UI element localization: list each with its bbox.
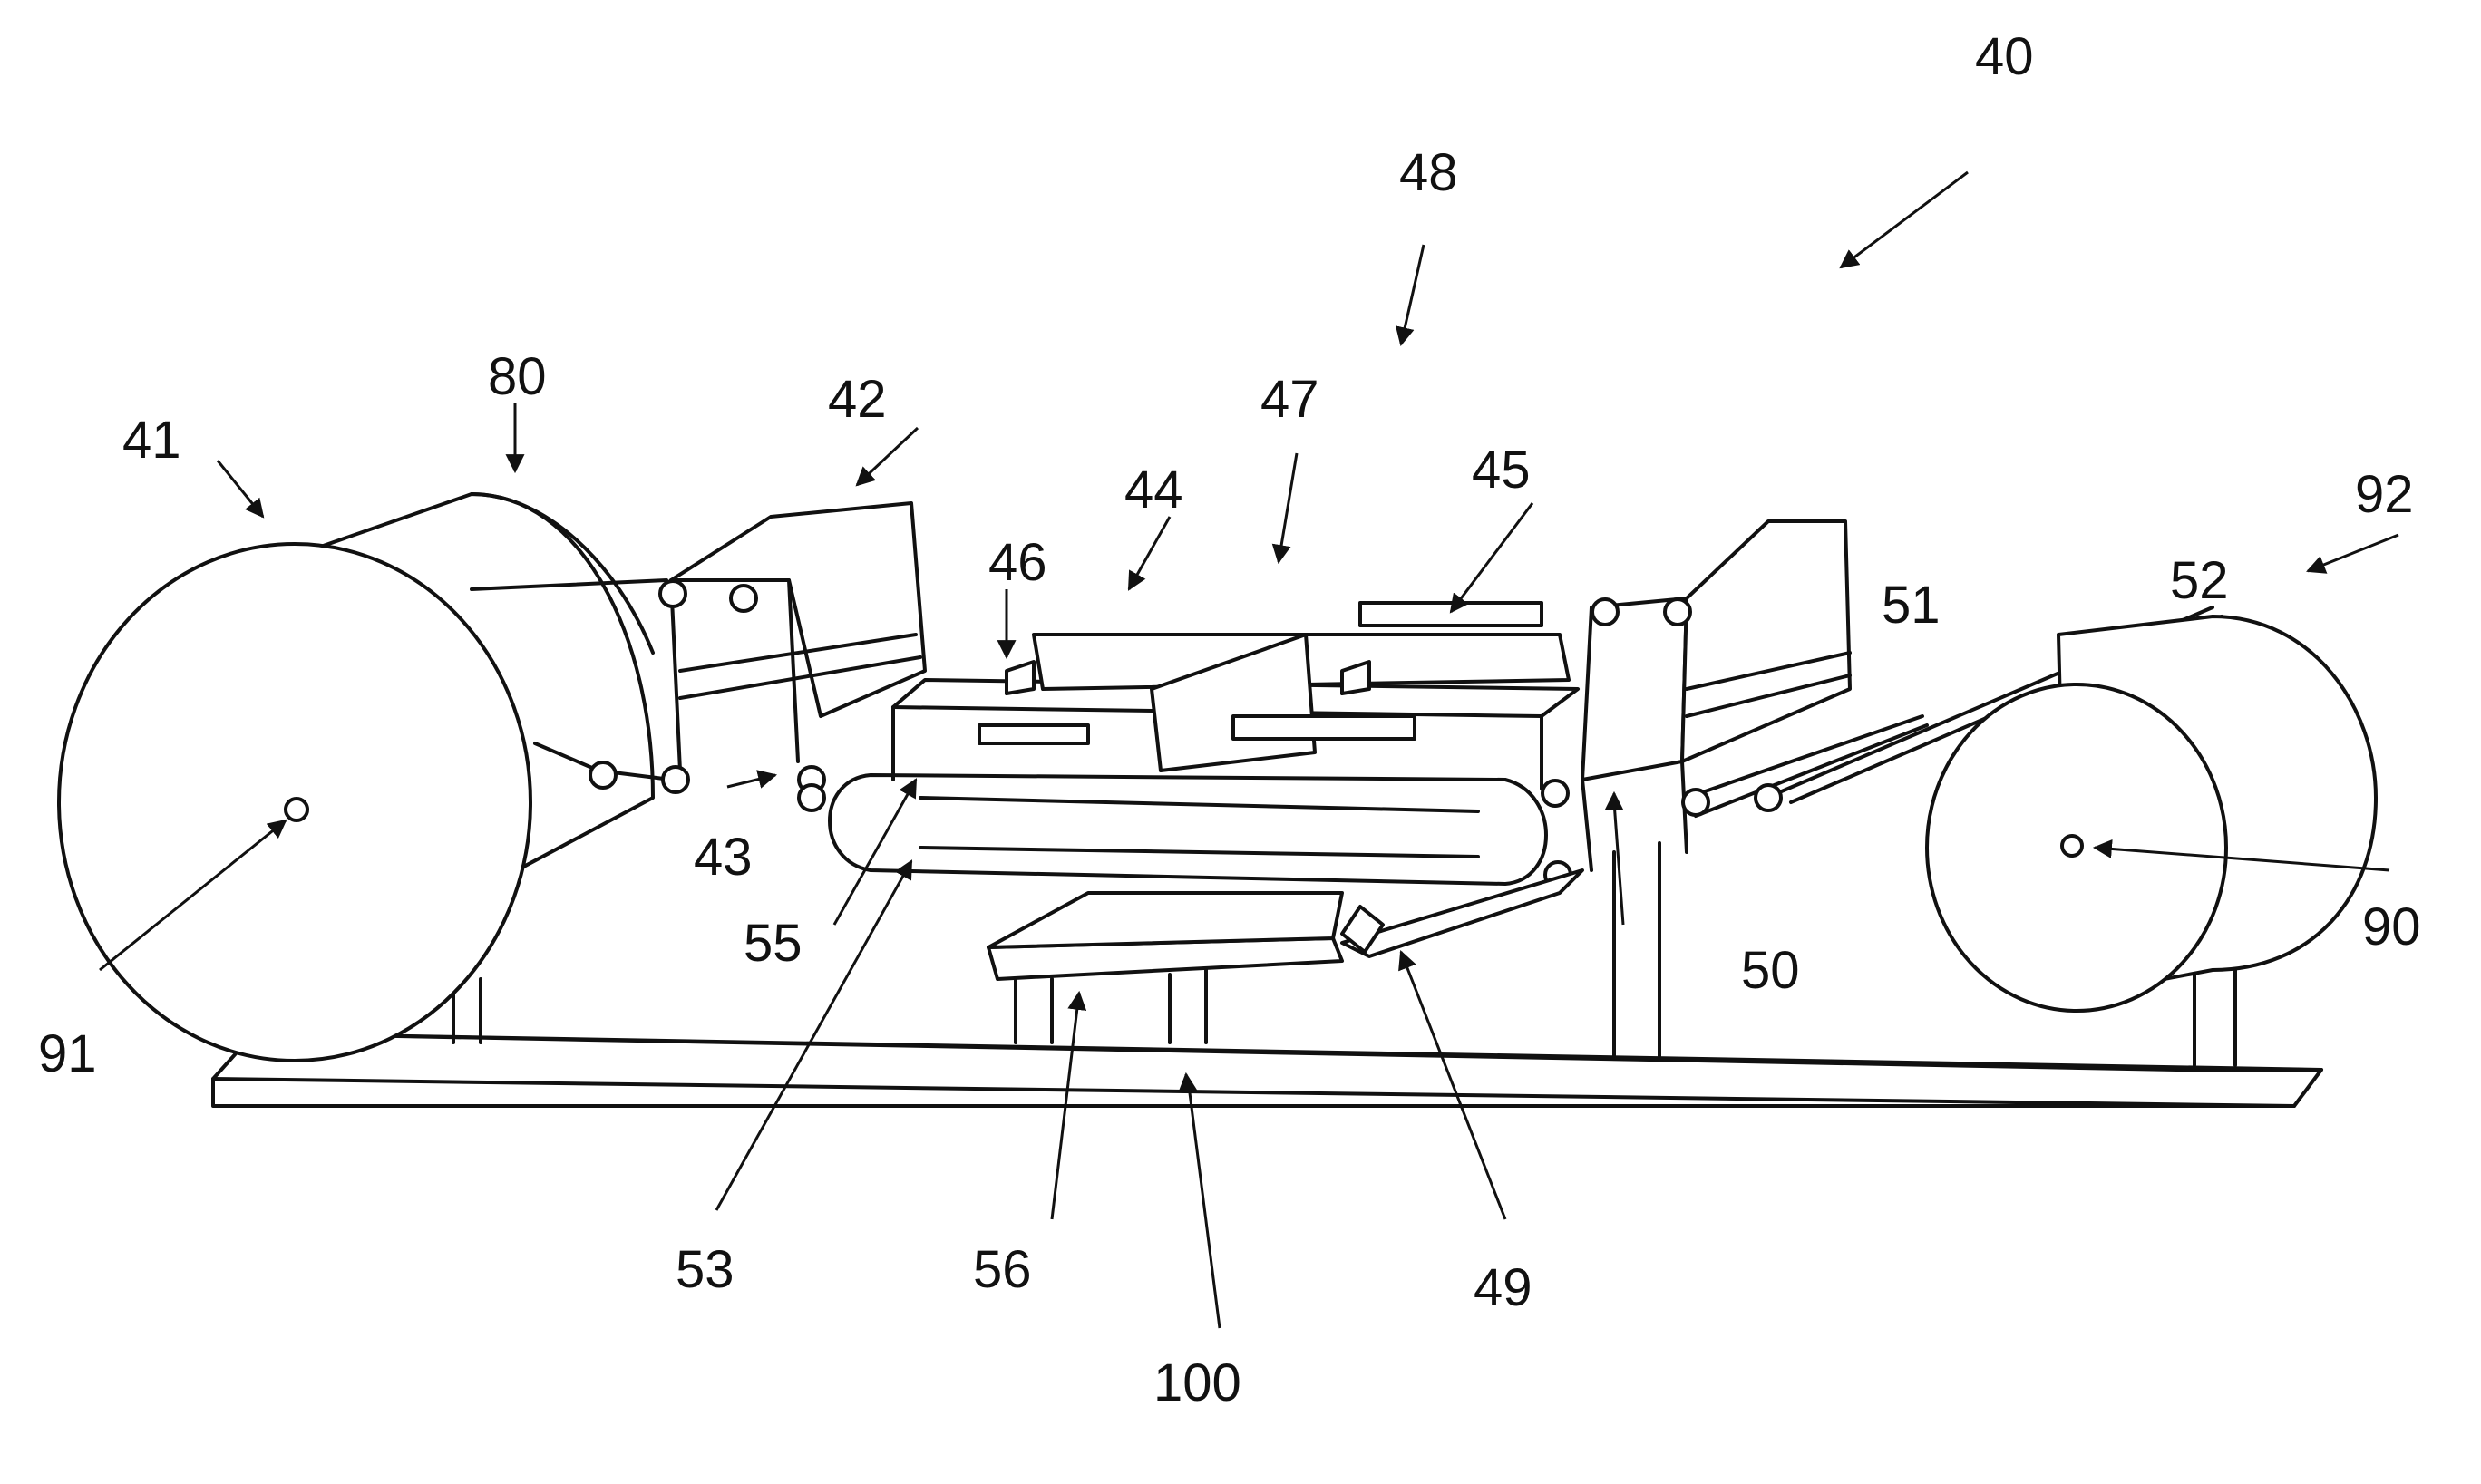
label-56: 56	[973, 1240, 1032, 1299]
label-51: 51	[1882, 576, 1941, 635]
label-90: 90	[2362, 897, 2421, 956]
label-41: 41	[122, 411, 181, 470]
label-46: 46	[988, 533, 1047, 592]
takeup-roll-52	[1927, 616, 2376, 1011]
label-43: 43	[694, 828, 753, 887]
label-44: 44	[1124, 461, 1183, 519]
label-42: 42	[828, 370, 887, 429]
base-plate	[213, 1033, 2321, 1106]
upper-platform	[893, 603, 1578, 789]
label-49: 49	[1474, 1258, 1532, 1317]
lower-table-56	[988, 893, 1342, 1043]
label-53: 53	[676, 1240, 735, 1299]
label-100: 100	[1153, 1353, 1241, 1412]
label-40: 40	[1975, 27, 2034, 86]
label-80: 80	[488, 347, 547, 406]
label-92: 92	[2355, 465, 2414, 524]
label-47: 47	[1260, 370, 1319, 429]
label-50: 50	[1741, 941, 1800, 1000]
label-52: 52	[2170, 551, 2229, 610]
unit-50-51	[1542, 521, 1850, 887]
label-91: 91	[38, 1024, 97, 1083]
label-55: 55	[744, 914, 803, 973]
label-48: 48	[1399, 143, 1458, 202]
supply-roll-41	[59, 494, 653, 1061]
conveyor-belt	[799, 767, 1546, 884]
label-45: 45	[1472, 441, 1531, 500]
